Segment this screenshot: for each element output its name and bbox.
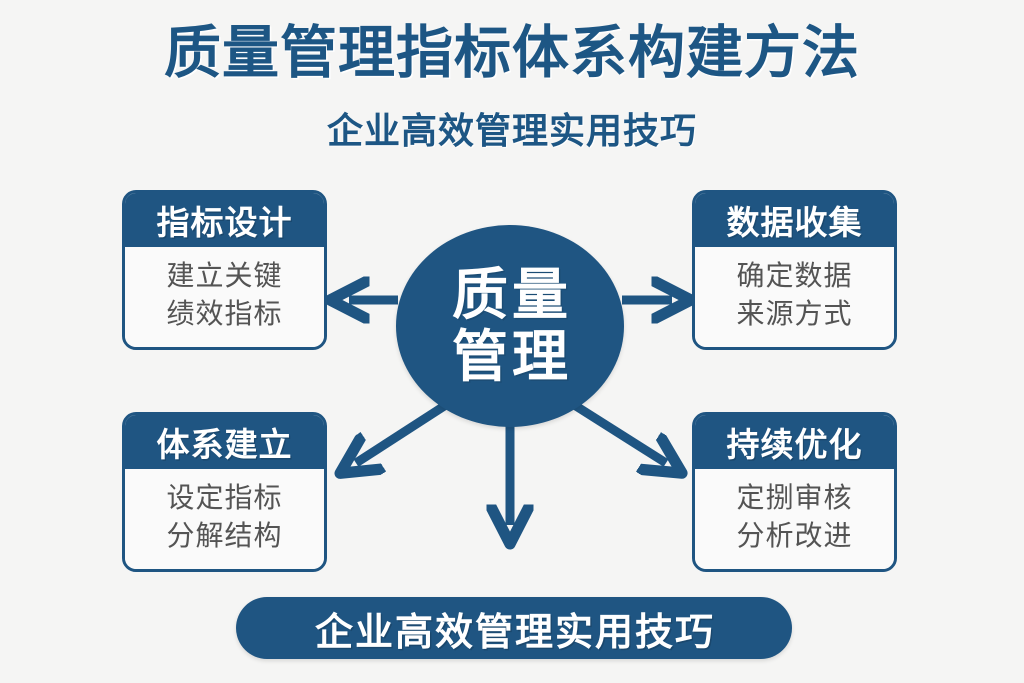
card-top-left-body: 建立关键 绩效指标 [125, 247, 324, 347]
card-bottom-right-body: 定捌审核 分析改进 [695, 469, 894, 569]
card-top-left-header: 指标设计 [125, 193, 324, 247]
card-top-right[interactable]: 数据收集 确定数据 来源方式 [692, 190, 897, 350]
card-top-right-line-2: 来源方式 [736, 298, 853, 329]
card-top-right-line-1: 确定数据 [736, 260, 853, 291]
card-top-right-header: 数据收集 [695, 193, 894, 247]
page-subtitle: 企业高效管理实用技巧 [326, 110, 697, 151]
page-title: 质量管理指标体系构建方法 [164, 21, 860, 85]
card-top-right-body: 确定数据 来源方式 [695, 247, 894, 347]
card-bottom-right[interactable]: 持续优化 定捌审核 分析改进 [692, 412, 897, 572]
footer-banner-text: 企业高效管理实用技巧 [314, 611, 715, 654]
card-bottom-left-line-1: 设定指标 [166, 482, 283, 513]
card-bottom-left-body: 设定指标 分解结构 [125, 469, 324, 569]
card-bottom-right-header: 持续优化 [695, 415, 894, 469]
card-top-left[interactable]: 指标设计 建立关键 绩效指标 [122, 190, 327, 350]
card-top-left-line-2: 绩效指标 [166, 298, 283, 329]
card-bottom-right-line-1: 定捌审核 [736, 482, 853, 513]
card-bottom-left-line-2: 分解结构 [166, 520, 283, 551]
arrow-center-to-bottom-right [565, 397, 666, 463]
card-bottom-right-line-2: 分析改进 [736, 520, 853, 551]
center-node-quality-management[interactable]: 质量 管理 [396, 225, 624, 427]
card-top-left-line-1: 建立关键 [166, 260, 283, 291]
card-bottom-left-header: 体系建立 [125, 415, 324, 469]
center-node-line-2: 管理 [452, 325, 572, 388]
arrow-center-to-bottom-left [356, 397, 455, 463]
center-node-line-1: 质量 [452, 263, 572, 326]
footer-banner[interactable]: 企业高效管理实用技巧 [236, 597, 792, 659]
card-bottom-left[interactable]: 体系建立 设定指标 分解结构 [122, 412, 327, 572]
